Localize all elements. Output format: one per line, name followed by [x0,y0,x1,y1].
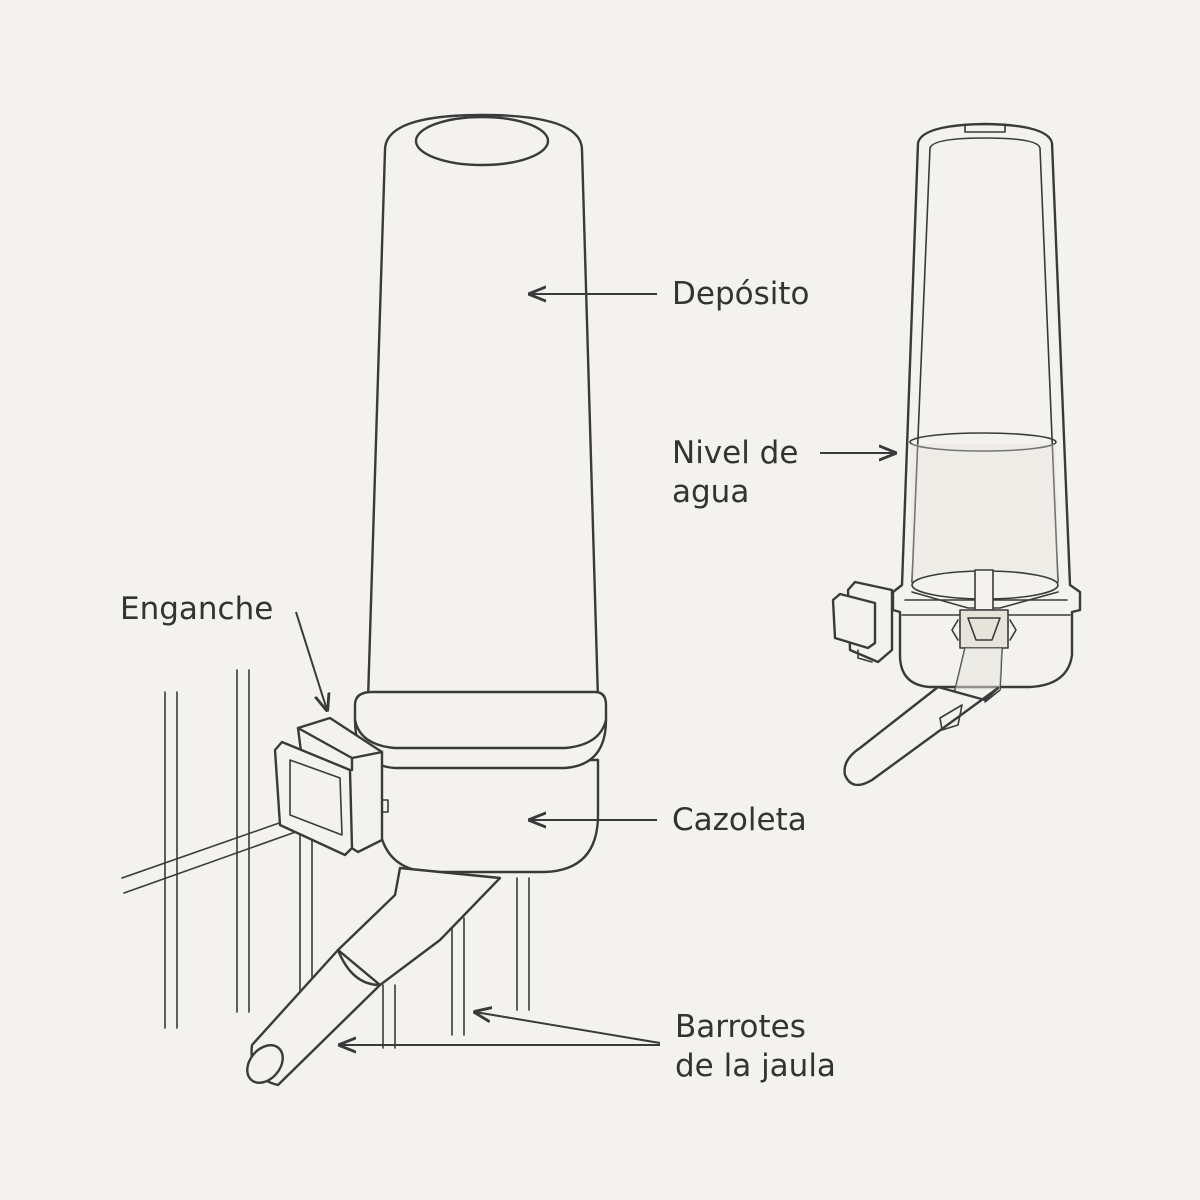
leader-arrows [295,294,895,1045]
arrow-enganche [295,611,327,710]
label-barrotes-line2: de la jaula [675,1048,836,1084]
label-enganche: Enganche [120,591,274,627]
label-nivel-line2: agua [672,474,750,510]
bottle-bowl [353,690,608,874]
bottle-reservoir [366,113,600,702]
clip-hook [273,716,384,857]
label-barrotes-line1: Barrotes [675,1009,806,1045]
label-nivel-de-agua: Nivel de agua [672,434,798,512]
section-bottle [831,122,1082,787]
cage-bars [121,669,530,1049]
label-cazoleta: Cazoleta [672,802,807,838]
arrow-barrotes-1 [475,1012,661,1044]
label-nivel-line1: Nivel de [672,435,799,471]
label-deposito: Depósito [672,276,810,312]
label-barrotes: Barrotes de la jaula [675,1008,836,1086]
bottle-spout [246,866,502,1087]
